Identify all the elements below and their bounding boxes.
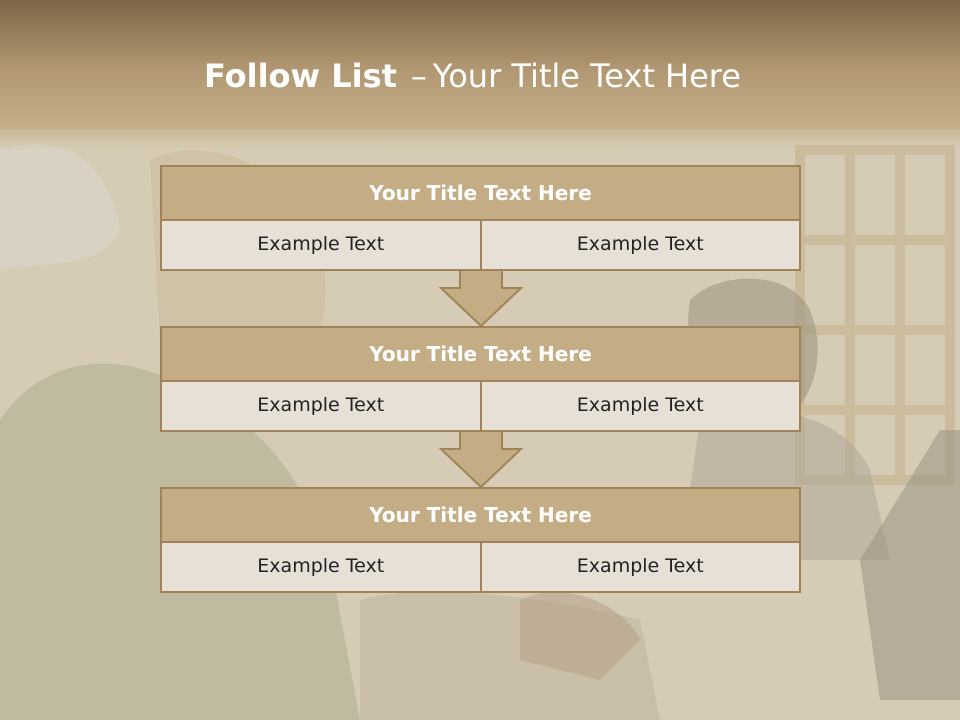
slide-title: Follow List–Your Title Text Here	[0, 56, 945, 96]
list-block-2: Your Title Text Here Example Text Exampl…	[160, 326, 801, 432]
block-cell-left: Example Text	[162, 543, 480, 591]
down-arrow-icon	[439, 270, 523, 328]
block-row: Example Text Example Text	[160, 543, 801, 593]
down-arrow-icon	[439, 431, 523, 489]
block-cell-right: Example Text	[479, 382, 799, 430]
list-block-3: Your Title Text Here Example Text Exampl…	[160, 487, 801, 593]
list-block-1: Your Title Text Here Example Text Exampl…	[160, 165, 801, 271]
block-row: Example Text Example Text	[160, 221, 801, 271]
block-header: Your Title Text Here	[160, 326, 801, 382]
block-cell-right: Example Text	[479, 221, 799, 269]
block-row: Example Text Example Text	[160, 382, 801, 432]
block-header: Your Title Text Here	[160, 487, 801, 543]
title-subtitle: Your Title Text Here	[432, 57, 741, 95]
title-bold: Follow List	[204, 57, 397, 95]
block-cell-left: Example Text	[162, 382, 480, 430]
block-cell-right: Example Text	[479, 543, 799, 591]
title-bar	[0, 0, 960, 150]
block-header: Your Title Text Here	[160, 165, 801, 221]
block-cell-left: Example Text	[162, 221, 480, 269]
title-dash: –	[410, 57, 427, 95]
